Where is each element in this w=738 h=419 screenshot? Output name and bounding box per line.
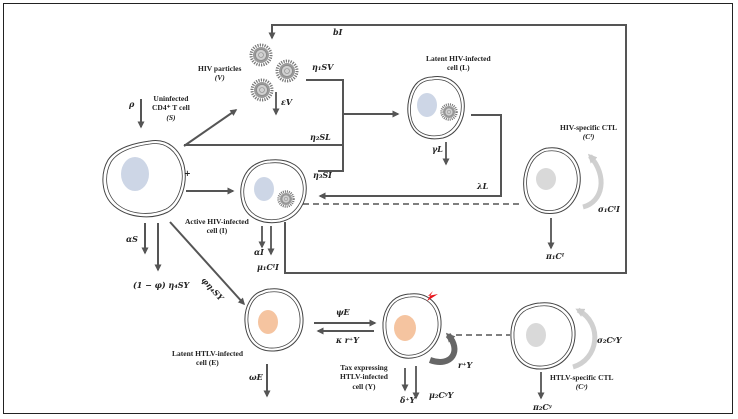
diagram-frame — [3, 3, 733, 414]
label-Y-line3: cell (Y) — [352, 381, 376, 391]
rate-sigma1: σ₁CᴵI — [598, 204, 620, 214]
rate-lambdaL: λL — [477, 181, 489, 191]
label-L-line1: Latent HIV-infected — [426, 54, 491, 63]
rate-sigma2: σ₂CʸY — [597, 335, 622, 345]
rate-eta2SL: η₂SL — [310, 132, 331, 142]
rate-alphaS: αS — [126, 234, 138, 244]
label-Y-line2: HTLV-infected — [340, 372, 388, 382]
label-CY-line1: HTLV-specific CTL — [550, 373, 614, 382]
cell-active-hiv-I — [240, 159, 307, 224]
rate-psiE: ψE — [336, 307, 350, 317]
rate-omegaE: ωE — [249, 372, 263, 382]
rate-pi2: π₂Cʸ — [533, 402, 552, 412]
rate-gammaL: γL — [432, 144, 443, 154]
sigma2-proliferation-arrow — [572, 307, 598, 370]
tax-marker-icon — [427, 291, 438, 301]
label-Y-line1: Tax expressing — [340, 363, 388, 372]
rate-aI: αI — [254, 247, 264, 257]
label-CI: HIV-specific CTL (Cᴵ) — [560, 123, 617, 142]
label-S: Uninfected CD4⁺ T cell (S) — [152, 94, 190, 122]
rate-epsV: εV — [281, 97, 293, 107]
cell-latent-htlv-E — [244, 288, 304, 352]
rate-eta3SI: η₃SI — [313, 170, 332, 180]
bI-feedback-loop — [268, 24, 627, 274]
cell-tax-htlv-Y — [382, 291, 442, 359]
sigma1-proliferation-arrow — [582, 153, 604, 210]
rate-one-minus-phi: (1 − φ) η₄SY — [133, 280, 190, 290]
label-E-line1: Latent HTLV-infected — [172, 349, 244, 358]
label-I-line1: Active HIV-infected — [185, 217, 249, 226]
rate-mu2: μ₂CʸY — [429, 390, 454, 400]
rate-rY: r⁺Y — [458, 360, 473, 370]
rate-deltaY: δ⁺Y — [400, 395, 416, 405]
nucleus-S — [121, 157, 149, 191]
label-S-line2: CD4⁺ T cell — [152, 103, 190, 113]
label-V-line2: (V) — [214, 73, 225, 83]
rate-eta1SV: η₁SV — [312, 62, 334, 72]
label-CI-line1: HIV-specific CTL — [560, 123, 618, 132]
cell-latent-hiv-L — [407, 76, 465, 140]
label-S-line1: Uninfected — [153, 94, 189, 103]
label-V: HIV particles (V) — [198, 64, 241, 83]
label-I-line2: cell (I) — [206, 226, 228, 236]
label-E-line2: cell (E) — [196, 358, 219, 368]
label-L-line2: cell (L) — [446, 63, 470, 73]
label-CY-line2: (Cʸ) — [575, 382, 588, 392]
cell-uninfected-S — [102, 140, 186, 218]
rate-rho: ρ — [129, 99, 135, 109]
rate-pi1: π₁Cᴵ — [546, 251, 565, 261]
rate-kappa: κ r⁺Y — [336, 335, 359, 345]
phi-eta4-arrow — [169, 221, 246, 306]
label-S-line3: (S) — [166, 112, 176, 122]
cell-htlv-ctl — [510, 302, 576, 370]
label-CI-line2: (Cᴵ) — [582, 132, 595, 142]
lambdaL-arrow — [318, 114, 502, 200]
label-L: Latent HIV-infected cell (L) — [426, 54, 491, 73]
label-CY: HTLV-specific CTL (Cʸ) — [550, 373, 614, 392]
hiv-particles-V — [249, 43, 299, 102]
rY-proliferation-arrow — [428, 332, 458, 365]
rate-mu1: μ₁CᴵI — [257, 262, 279, 272]
cell-hiv-ctl — [523, 147, 581, 215]
S-to-V-arrow — [183, 109, 238, 147]
rate-bI: bI — [333, 27, 343, 37]
label-E: Latent HTLV-infected cell (E) — [172, 349, 243, 368]
plus-sign: + — [184, 168, 191, 178]
label-V-line1: HIV particles — [198, 64, 242, 73]
eta1SV-line — [306, 79, 344, 172]
label-Y: Tax expressing HTLV-infected cell (Y) — [340, 363, 388, 391]
label-I: Active HIV-infected cell (I) — [185, 217, 249, 236]
